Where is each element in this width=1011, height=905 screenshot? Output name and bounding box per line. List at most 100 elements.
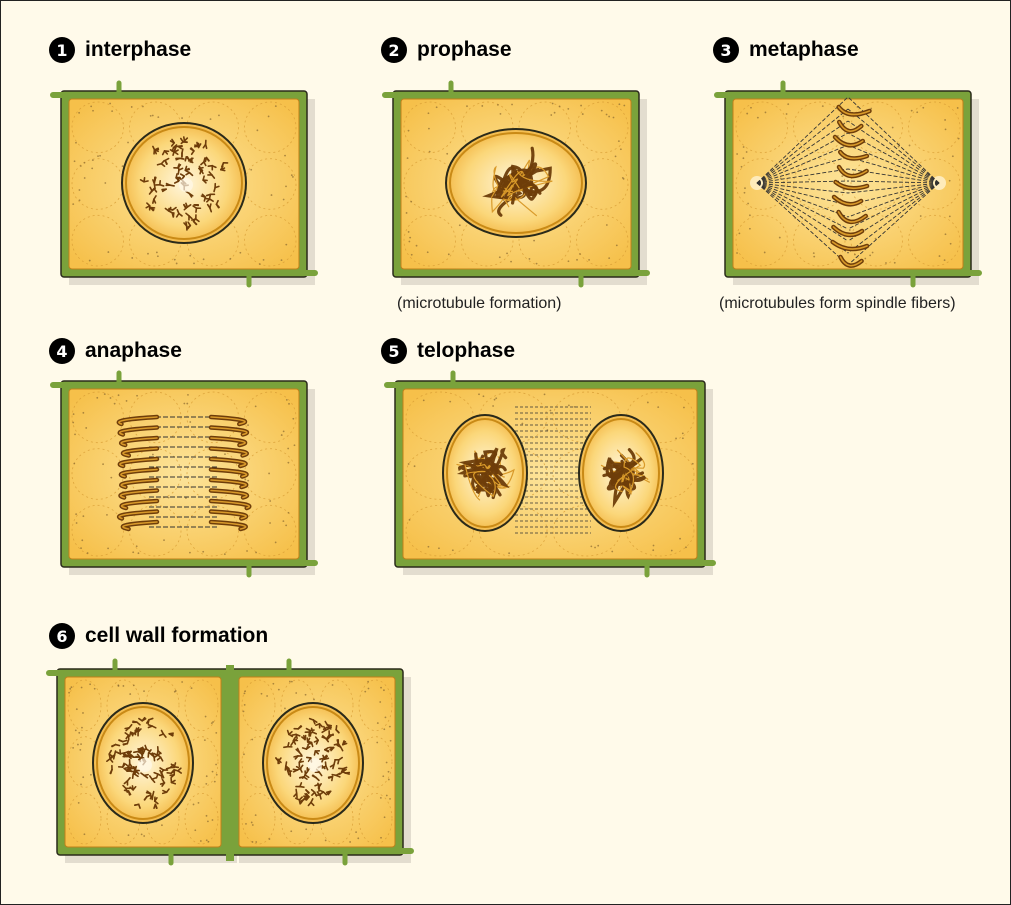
cytoplasm-granule: [106, 514, 108, 516]
stage-5-heading: 5 telophase: [381, 336, 515, 366]
cytoplasm-granule: [384, 816, 386, 818]
cytoplasm-granule: [466, 105, 468, 107]
cytoplasm-granule: [305, 828, 307, 830]
cytoplasm-granule: [79, 189, 81, 191]
prophase-cell-illustration: [379, 83, 653, 293]
cytoplasm-granule: [152, 115, 154, 117]
cytoplasm-granule: [423, 399, 425, 401]
cytoplasm-granule: [408, 463, 410, 465]
cytoplasm-granule: [567, 108, 569, 110]
stage-2-heading: 2 prophase: [381, 35, 512, 65]
cytoplasm-granule: [671, 550, 673, 552]
cytoplasm-granule: [325, 840, 327, 842]
stage-3-heading: 3 metaphase: [713, 35, 859, 65]
cytoplasm-granule: [386, 795, 388, 797]
cytoplasm-granule: [278, 689, 280, 691]
cytoplasm-granule: [916, 189, 918, 191]
cytoplasm-granule: [208, 841, 210, 843]
cytoplasm-granule: [247, 480, 249, 482]
cytoplasm-granule: [944, 259, 946, 261]
cytoplasm-granule: [747, 203, 749, 205]
cytoplasm-granule: [618, 140, 620, 142]
cytoplasm-granule: [110, 397, 112, 399]
cytoplasm-granule: [749, 214, 751, 216]
cytoplasm-granule: [263, 259, 265, 261]
cytoplasm-granule: [764, 252, 766, 254]
cytoplasm-granule: [510, 261, 512, 263]
cytoplasm-granule: [949, 215, 951, 217]
cytoplasm-granule: [189, 421, 191, 423]
stage-title: metaphase: [749, 38, 859, 62]
cytoplasm-granule: [255, 814, 257, 816]
stage-title: anaphase: [85, 339, 182, 363]
cytoplasm-granule: [692, 463, 694, 465]
cytoplasm-granule: [90, 106, 92, 108]
number-badge-icon: 1: [49, 37, 75, 63]
cytoplasm-granule: [143, 835, 145, 837]
cytoplasm-granule: [191, 687, 193, 689]
cytoplasm-granule: [251, 822, 253, 824]
cytoplasm-granule: [216, 774, 218, 776]
cytoplasm-granule: [92, 159, 94, 161]
cytoplasm-granule: [388, 779, 390, 781]
cytoplasm-granule: [911, 110, 913, 112]
cytoplasm-granule: [478, 393, 480, 395]
cytoplasm-granule: [438, 547, 440, 549]
cytoplasm-granule: [849, 229, 851, 231]
cytoplasm-granule: [285, 244, 287, 246]
cytoplasm-granule: [163, 539, 165, 541]
cytoplasm-granule: [380, 837, 382, 839]
cytoplasm-granule: [81, 539, 83, 541]
cytoplasm-granule: [597, 545, 599, 547]
cytoplasm-granule: [284, 708, 286, 710]
cytoplasm-granule: [292, 176, 294, 178]
cytoplasm-granule: [275, 542, 277, 544]
cytoplasm-granule: [94, 688, 96, 690]
cytoplasm-granule: [576, 259, 578, 261]
cytoplasm-granule: [554, 112, 556, 114]
cytoplasm-granule: [211, 722, 213, 724]
cytoplasm-granule: [74, 160, 76, 162]
cytoplasm-granule: [408, 241, 410, 243]
cytoplasm-granule: [203, 258, 205, 260]
cytoplasm-granule: [287, 448, 289, 450]
cytoplasm-granule: [744, 192, 746, 194]
cytoplasm-granule: [224, 453, 226, 455]
cytoplasm-granule: [118, 685, 120, 687]
cytoplasm-granule: [205, 783, 207, 785]
cytoplasm-granule: [618, 103, 620, 105]
cytoplasm-granule: [494, 399, 496, 401]
cytoplasm-granule: [80, 743, 82, 745]
cytoplasm-granule: [206, 815, 208, 817]
cytoplasm-granule: [269, 522, 271, 524]
cytoplasm-granule: [492, 405, 494, 407]
cytoplasm-granule: [529, 258, 531, 260]
cytoplasm-granule: [892, 127, 894, 129]
cytoplasm-granule: [85, 427, 87, 429]
cytoplasm-granule: [613, 117, 615, 119]
cytoplasm-granule: [736, 252, 738, 254]
cytoplasm-granule: [68, 692, 70, 694]
cytoplasm-granule: [128, 834, 130, 836]
cytoplasm-granule: [894, 262, 896, 264]
cytoplasm-granule: [291, 681, 293, 683]
cytoplasm-granule: [364, 691, 366, 693]
cytoplasm-granule: [82, 515, 84, 517]
cytoplasm-granule: [104, 182, 106, 184]
cytoplasm-granule: [259, 263, 261, 265]
cytoplasm-granule: [620, 148, 622, 150]
cytoplasm-granule: [459, 224, 461, 226]
cytoplasm-granule: [409, 237, 411, 239]
stage-title: interphase: [85, 38, 191, 62]
cytoplasm-granule: [436, 106, 438, 108]
cytoplasm-granule: [152, 454, 154, 456]
cytoplasm-granule: [864, 258, 866, 260]
cytoplasm-granule: [416, 245, 418, 247]
cytoplasm-granule: [78, 802, 80, 804]
cytoplasm-granule: [305, 694, 307, 696]
cytoplasm-granule: [749, 228, 751, 230]
stage-6-heading: 6 cell wall formation: [49, 621, 268, 651]
cytoplasm-granule: [682, 432, 684, 434]
cytoplasm-granule: [147, 253, 149, 255]
cytoplasm-granule: [332, 684, 334, 686]
